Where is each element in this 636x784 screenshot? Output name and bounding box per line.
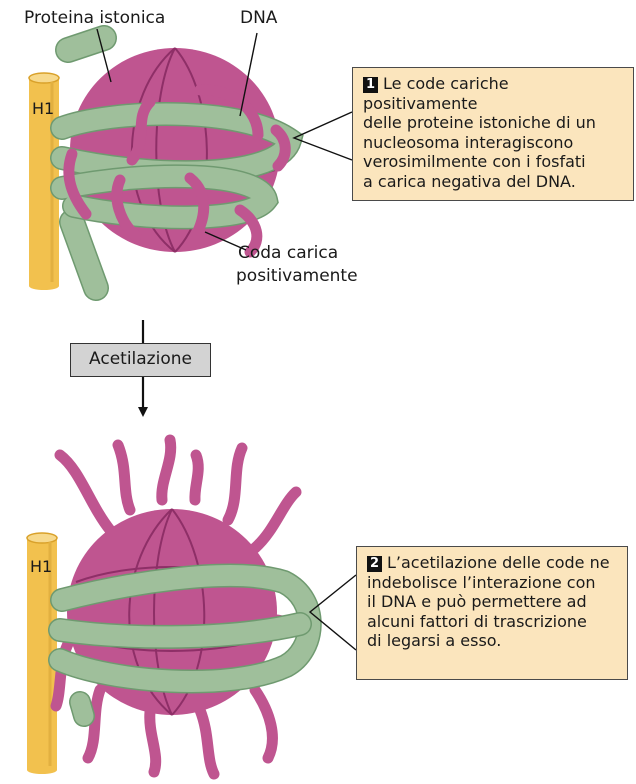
- label-h1-bottom: H1: [30, 556, 52, 577]
- label-dna: DNA: [240, 8, 277, 29]
- callout-2-line-3: il DNA e può permettere ad: [367, 592, 619, 612]
- nucleosome-acetylated: [27, 440, 310, 774]
- label-tail-line2: positivamente: [236, 266, 358, 287]
- callout-2-line-4: alcuni fattori di trascrizione: [367, 612, 619, 632]
- callout-2-number: 2: [367, 556, 382, 572]
- callout-2-line-5: di legarsi a esso.: [367, 631, 619, 651]
- callout-1-number: 1: [363, 77, 378, 93]
- callout-1-line-4: verosimilmente con i fosfati: [363, 152, 625, 172]
- callout-1-line-5: a carica negativa del DNA.: [363, 172, 625, 192]
- label-tail-line1: Coda carica: [238, 243, 338, 264]
- callout-2-line-2: indebolisce l’interazione con: [367, 573, 619, 593]
- callout-1-line-2: delle proteine istoniche di un: [363, 113, 625, 133]
- acetylation-step-box: Acetilazione: [70, 343, 211, 377]
- callout-1-line-3: nucleosoma interagiscono: [363, 133, 625, 153]
- label-histone-protein: Proteina istonica: [24, 8, 165, 29]
- label-h1-top: H1: [32, 98, 54, 119]
